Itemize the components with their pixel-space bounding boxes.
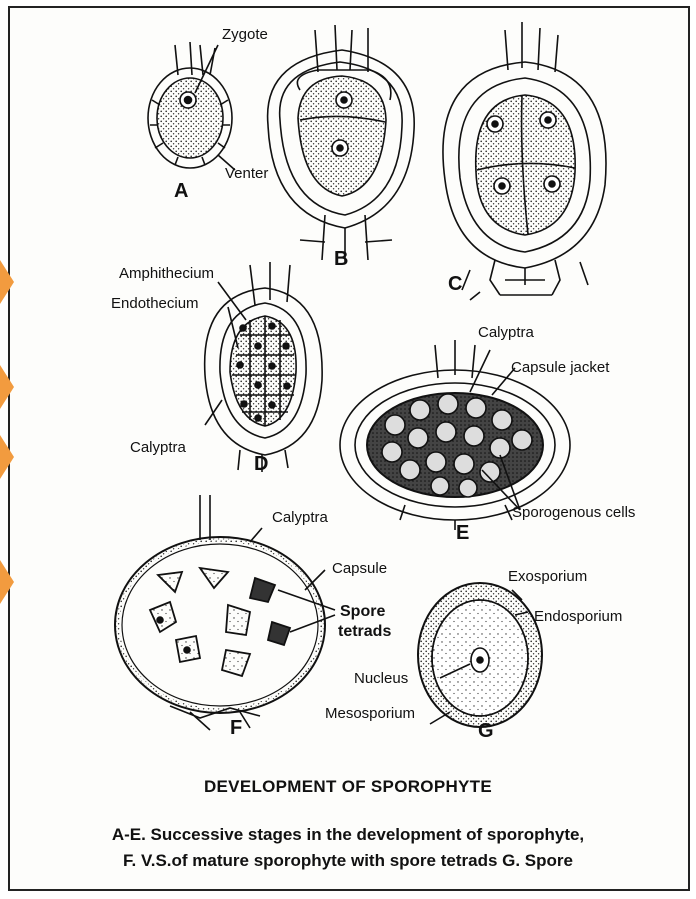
figure-caption-line-1: A-E. Successive stages in the developmen… xyxy=(0,825,696,845)
label-endothecium: Endothecium xyxy=(111,296,199,312)
label-mesosporium: Mesosporium xyxy=(325,706,415,722)
stage-letter-d: D xyxy=(254,453,268,476)
stage-letter-g: G xyxy=(478,720,494,743)
label-sporogenous-cells: Sporogenous cells xyxy=(512,505,635,521)
label-venter: Venter xyxy=(225,166,268,182)
stage-c-drawing xyxy=(443,22,606,300)
stage-b-drawing xyxy=(268,25,415,262)
stage-f-drawing xyxy=(115,495,335,730)
stage-letter-c: C xyxy=(448,273,462,296)
stage-d-drawing xyxy=(205,262,323,472)
stage-letter-e: E xyxy=(456,522,469,545)
figure-caption-line-2: F. V.S.of mature sporophyte with spore t… xyxy=(0,851,696,871)
stage-letter-f: F xyxy=(230,717,242,740)
label-capsule: Capsule xyxy=(332,561,387,577)
figure-heading: DEVELOPMENT OF SPOROPHYTE xyxy=(0,777,696,797)
label-zygote: Zygote xyxy=(222,27,268,43)
label-exosporium: Exosporium xyxy=(508,569,587,585)
label-calyptra-e: Calyptra xyxy=(478,325,534,341)
label-capsule-jacket: Capsule jacket xyxy=(511,360,609,376)
label-tetrads: tetrads xyxy=(338,624,391,640)
label-spore: Spore xyxy=(340,604,385,620)
label-nucleus: Nucleus xyxy=(354,671,408,687)
label-amphithecium: Amphithecium xyxy=(119,266,214,282)
stage-letter-a: A xyxy=(174,180,188,203)
label-calyptra-f: Calyptra xyxy=(272,510,328,526)
stage-a-drawing xyxy=(148,42,235,170)
stage-g-drawing xyxy=(418,583,542,727)
stage-letter-b: B xyxy=(334,248,348,271)
label-calyptra-d: Calyptra xyxy=(130,440,186,456)
label-endosporium: Endosporium xyxy=(534,609,622,625)
